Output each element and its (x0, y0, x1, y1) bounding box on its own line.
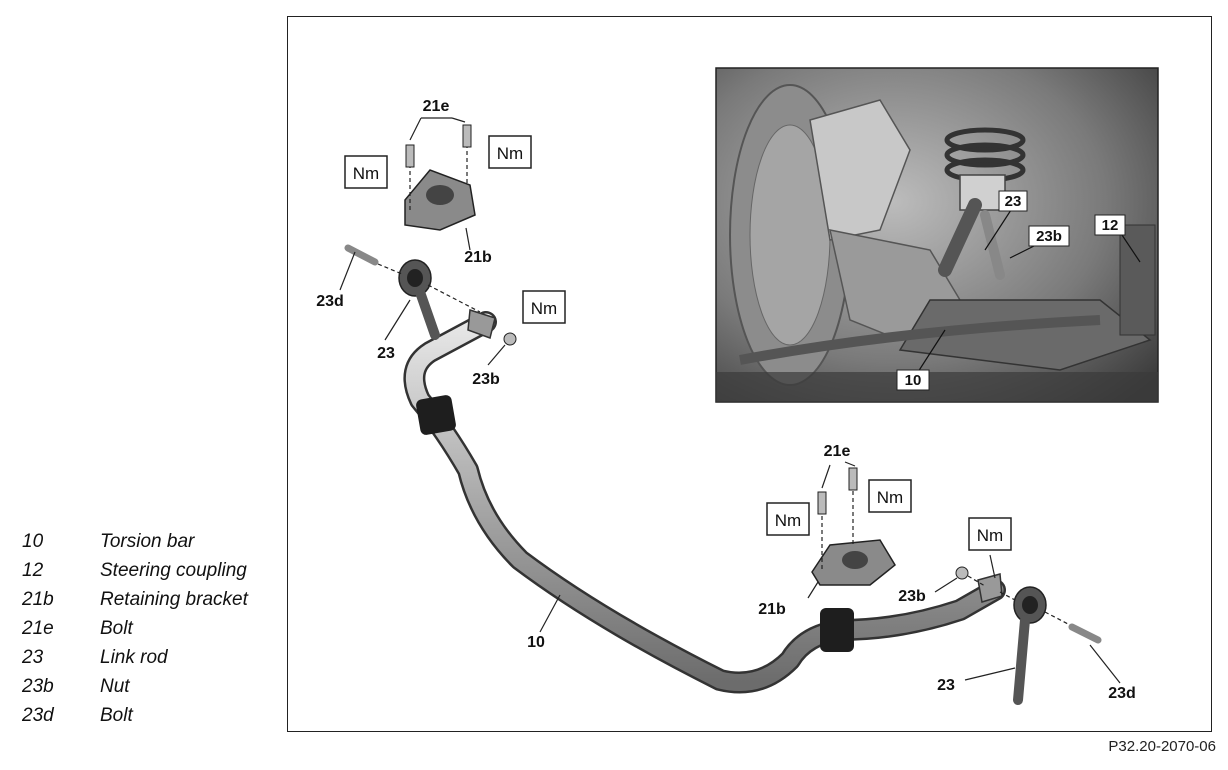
label-bolt-23d-right: 23d (1108, 685, 1136, 702)
torque-badge: Nm (488, 135, 532, 169)
label-retaining-bracket-top: 21b (464, 249, 492, 266)
legend-row-torsion-bar: 10 Torsion bar (22, 527, 248, 556)
photo-inset: 23 23b 12 10 (715, 67, 1159, 403)
label-retaining-bracket-right: 21b (758, 601, 786, 618)
legend-code: 10 (22, 531, 44, 552)
legend-row-link-rod: 23 Link rod (22, 643, 248, 672)
photo-label-nut: 23b (1036, 228, 1062, 245)
legend-code: 21b (22, 589, 54, 610)
label-bolt-top: 21e (423, 98, 450, 115)
torque-badge: Nm (968, 517, 1012, 551)
svg-text:Nm: Nm (977, 526, 1003, 545)
legend-desc: Bolt (100, 618, 133, 639)
svg-text:Nm: Nm (531, 299, 557, 318)
legend-desc: Torsion bar (100, 531, 195, 552)
legend-code: 23b (22, 676, 54, 697)
retaining-bracket-right (807, 461, 896, 599)
label-nut-top: 23b (472, 371, 500, 388)
torque-badge: Nm (344, 155, 388, 189)
legend: 10 Torsion bar 12 Steering coupling 21b Ret… (22, 527, 248, 730)
legend-code: 12 (22, 560, 44, 581)
legend-row-steering-coupling: 12 Steering coupling (22, 556, 248, 585)
photo-label-torsion-bar: 10 (905, 372, 922, 389)
link-rod-right (934, 554, 1121, 705)
label-link-rod-top: 23 (377, 345, 395, 362)
label-torsion-bar: 10 (527, 634, 545, 651)
svg-text:Nm: Nm (497, 144, 523, 163)
retaining-bracket-top (404, 117, 476, 231)
legend-desc: Steering coupling (100, 560, 247, 581)
diagram-frame (287, 16, 1212, 732)
legend-code: 21e (22, 618, 54, 639)
torque-badge: Nm (868, 479, 912, 513)
torque-badge: Nm (766, 502, 810, 536)
legend-row-bolt-21e: 21e Bolt (22, 614, 248, 643)
legend-row-retaining-bracket: 21b Retaining bracket (22, 585, 248, 614)
legend-row-nut: 23b Nut (22, 672, 248, 701)
torque-badge: Nm (522, 290, 566, 324)
legend-desc: Bolt (100, 705, 133, 726)
link-rod-top (339, 227, 517, 366)
legend-desc: Link rod (100, 647, 168, 668)
legend-code: 23 (22, 647, 44, 668)
label-bolt-23d-top: 23d (316, 293, 344, 310)
svg-text:Nm: Nm (775, 511, 801, 530)
label-nut-right: 23b (898, 588, 926, 605)
legend-desc: Nut (100, 676, 130, 697)
label-link-rod-right: 23 (937, 677, 955, 694)
figure-code: P32.20-2070-06 (1108, 738, 1216, 755)
legend-row-bolt-23d: 23d Bolt (22, 701, 248, 730)
legend-desc: Retaining bracket (100, 589, 248, 610)
photo-label-link-rod: 23 (1005, 193, 1022, 210)
svg-text:Nm: Nm (353, 164, 379, 183)
torsion-bar (403, 309, 1006, 694)
label-bolt-right: 21e (824, 443, 851, 460)
legend-code: 23d (22, 705, 54, 726)
photo-label-steering-coupling: 12 (1102, 217, 1119, 234)
svg-text:Nm: Nm (877, 488, 903, 507)
